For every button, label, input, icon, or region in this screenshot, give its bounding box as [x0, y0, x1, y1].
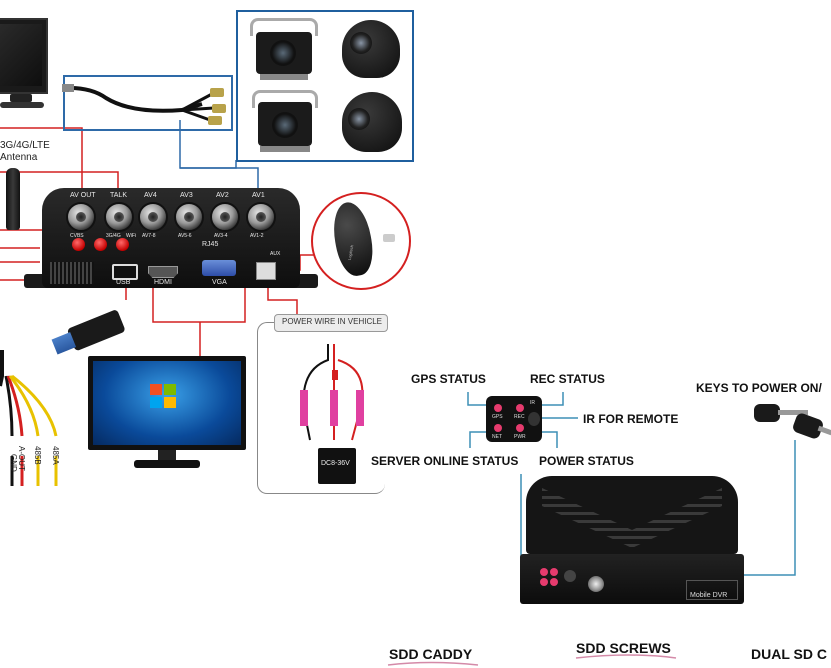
underline-caddy [387, 661, 479, 666]
wire-label-485a: 485A [51, 446, 60, 465]
port-label-av2: AV2 [216, 192, 229, 199]
port-sub-av56: AV5-6 [178, 233, 192, 239]
status-line-gps [467, 392, 488, 406]
led-label-net: NET [492, 434, 502, 440]
dvr2-label: Mobile DVR [690, 592, 728, 599]
windows-logo-icon [150, 384, 178, 410]
led-gps [494, 404, 502, 412]
port-sub-cvbs: CVBS [70, 233, 84, 239]
port-sub-wifi: WiFi [126, 233, 136, 239]
antenna-port-cvbs [72, 238, 85, 251]
led-pwr [516, 424, 524, 432]
mouse-image [328, 199, 378, 279]
av3-connector [174, 202, 204, 232]
dvr2-led-3 [540, 578, 548, 586]
cameras-panel [236, 10, 414, 162]
usb-port [112, 264, 138, 280]
talk-connector [104, 202, 134, 232]
dvr2-led-4 [550, 578, 558, 586]
rec-status-label: REC STATUS [530, 372, 605, 386]
mobile-dvr-secondary: Mobile DVR [516, 476, 748, 606]
port-label-talk: TALK [110, 192, 127, 199]
av4-connector [138, 202, 168, 232]
dvr2-led-2 [550, 568, 558, 576]
av-splitter-cable-image [62, 75, 233, 131]
port-sub-av34: AV3-4 [214, 233, 228, 239]
server-online-status-label: SERVER ONLINE STATUS [371, 454, 519, 468]
antenna-port-wifi [116, 238, 129, 251]
sdd-screws-label: SDD SCREWS [576, 640, 671, 656]
car-monitor-image [0, 14, 48, 122]
av1-connector [246, 202, 276, 232]
led-label-pwr: PWR [514, 434, 526, 440]
port-label-hdmi: HDMI [154, 279, 172, 286]
keys-image [750, 398, 831, 446]
port-label-aux: AUX [270, 251, 281, 257]
power-connector [256, 262, 276, 280]
keys-to-power-on-label: KEYS TO POWER ON/ [696, 381, 822, 395]
port-sub-av78: AV7-8 [142, 233, 156, 239]
side-camera-image-1 [336, 16, 406, 84]
power-box-label: DC8-36V [321, 460, 350, 467]
status-line-server [469, 431, 488, 448]
wire-label-485b: 485B [33, 446, 42, 465]
ir-camera-image-1 [250, 18, 318, 82]
power-box [318, 448, 356, 484]
antenna-label: 3G/4G/LTE Antenna [0, 140, 50, 163]
dvr2-key-lock [588, 576, 604, 592]
underline-screws [575, 654, 677, 659]
ir-sensor [528, 412, 540, 426]
port-sub-av12: AV1-2 [250, 233, 264, 239]
led-rec [516, 404, 524, 412]
port-label-rj45: RJ45 [202, 241, 219, 248]
wire-camera-top-blue [180, 160, 237, 169]
led-label-gps: GPS [492, 414, 503, 420]
av-out-connector [66, 202, 96, 232]
led-label-ir: IR [530, 400, 535, 406]
antenna-port-3g [94, 238, 107, 251]
port-label-usb: USB [116, 279, 131, 286]
desktop-monitor-image [88, 356, 246, 471]
mobile-dvr-main: AV OUT TALK AV4 AV3 AV2 AV1 CVBS 3G/4G W… [24, 188, 318, 288]
port-label-av1: AV1 [252, 192, 265, 199]
port-label-av-out: AV OUT [70, 192, 96, 199]
usb-receiver-image [383, 234, 395, 242]
dvr-vent-grille [50, 262, 94, 284]
dvr2-ir-sensor [564, 570, 576, 582]
power-wire-drawing [300, 344, 364, 441]
led-status-panel: GPS REC IR NET PWR [486, 396, 542, 442]
hdmi-port [148, 266, 178, 278]
power-wire-title-box [274, 314, 388, 332]
wire-power-red [267, 277, 298, 318]
dvr2-sd-slot [686, 580, 738, 600]
sdd-caddy-label: SDD CADDY [389, 646, 473, 662]
dual-sd-card-label: DUAL SD C [751, 646, 827, 662]
wire-monitor-red [152, 280, 246, 323]
led-net [494, 424, 502, 432]
port-label-av4: AV4 [144, 192, 157, 199]
gps-status-label: GPS STATUS [411, 372, 486, 386]
av2-connector [210, 202, 240, 232]
antenna-image [6, 168, 20, 230]
port-sub-3g: 3G/4G [106, 233, 121, 239]
dvr2-led-1 [540, 568, 548, 576]
power-status-label: POWER STATUS [539, 454, 634, 468]
status-line-power [540, 431, 558, 448]
led-label-rec: REC [514, 414, 525, 420]
side-camera-image-2 [336, 90, 408, 158]
wire-harness-image [0, 350, 58, 486]
ir-for-remote-label: IR FOR REMOTE [583, 412, 679, 426]
port-label-av3: AV3 [180, 192, 193, 199]
power-wire-title: POWER WIRE IN VEHICLE [282, 317, 383, 326]
wire-antenna-red [0, 127, 83, 196]
port-label-vga: VGA [212, 279, 227, 286]
ir-camera-image-2 [252, 90, 318, 156]
status-line-rec [540, 392, 564, 406]
vga-port [202, 260, 236, 276]
mouse-panel: Logitech [311, 192, 411, 290]
wire-label-a-out: A-OUT [17, 446, 26, 471]
